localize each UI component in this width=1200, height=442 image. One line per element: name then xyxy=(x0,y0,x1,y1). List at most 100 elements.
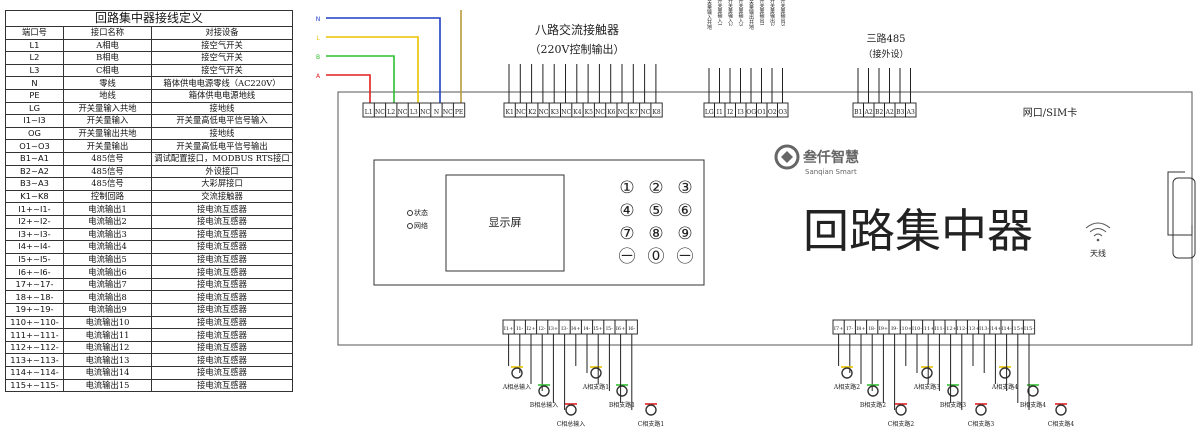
wifi-arc-icon xyxy=(1093,233,1103,237)
ct-left-terminal: I4+ xyxy=(571,326,580,332)
ct-right-terminal: I9+ xyxy=(879,326,888,332)
current-transformer-icon xyxy=(895,404,907,416)
ct-left-terminal: I5+ xyxy=(594,326,603,332)
ct-right-terminal: I12- xyxy=(957,326,967,332)
power-strip xyxy=(362,102,466,118)
power-terminal: N xyxy=(434,109,439,116)
wifi-arc-icon xyxy=(1085,222,1111,229)
brand-logo-icon xyxy=(774,144,800,170)
ct-right-terminal: I13- xyxy=(979,326,989,332)
power-terminal: NC xyxy=(443,109,453,116)
current-transformer-icon xyxy=(841,367,853,379)
rs485-terminal: A2 xyxy=(864,109,873,116)
device-enclosure xyxy=(337,91,1193,346)
wire-label-a: A xyxy=(316,73,321,80)
power-wire-l xyxy=(326,36,419,103)
status-led-icon xyxy=(407,210,413,216)
ct-label: B相支路3 xyxy=(940,401,966,409)
ct-label: B相支路4 xyxy=(1020,401,1046,409)
ct-right-terminal: I7+ xyxy=(834,326,843,332)
rs485-terminal: A2 xyxy=(885,109,894,116)
contactor-terminal: K1 xyxy=(505,109,513,116)
power-terminal: L1 xyxy=(365,109,373,116)
brand-subtitle: Sanqian Smart xyxy=(805,168,857,176)
ct-label: B相支路1 xyxy=(609,401,635,409)
power-terminal: PE xyxy=(455,109,463,116)
keypad-key: ④ xyxy=(619,201,634,221)
table-title: 回路集中器接线定义 xyxy=(5,10,293,26)
switch-label-vertical: 开关量输出2 xyxy=(769,0,775,26)
power-terminal: L2 xyxy=(387,109,395,116)
current-transformer-icon xyxy=(975,404,987,416)
current-transformer-icon xyxy=(565,404,577,416)
network-sim-label: 网口/SIM卡 xyxy=(1023,106,1077,119)
antenna-icon xyxy=(1172,177,1196,259)
keypad-key: ⑨ xyxy=(677,224,692,244)
keypad-key: ① xyxy=(619,178,634,198)
switch-terminal: LG xyxy=(705,109,714,116)
ct-right-terminal: I9- xyxy=(891,326,898,332)
current-transformer-icon xyxy=(947,385,959,397)
rs485-terminal: B3 xyxy=(896,109,904,116)
ct-right-terminal: I8- xyxy=(869,326,876,332)
keypad-key: ⑦ xyxy=(619,224,634,244)
ct-right-terminal: I13+ xyxy=(967,326,980,332)
current-transformer-icon xyxy=(921,367,933,379)
rs485-terminal: B1 xyxy=(854,109,862,116)
ct-right-terminal: I10- xyxy=(912,326,922,332)
status-indicator-label: 状态 xyxy=(414,208,428,217)
ct-left-terminal: I1- xyxy=(516,326,523,332)
contactor-terminal: NC xyxy=(618,109,628,116)
contactor-terminal: K4 xyxy=(573,109,581,116)
ct-label: C相支路4 xyxy=(1048,420,1075,428)
ct-label: A相支路3 xyxy=(913,383,940,391)
current-transformer-icon xyxy=(645,404,657,416)
contactor-terminal: NC xyxy=(561,109,571,116)
ct-left-terminal: I4- xyxy=(584,326,591,332)
ct-label: A相支路2 xyxy=(833,383,860,391)
ct-label: C相总输入 xyxy=(557,420,586,428)
device-title: 回路集中器 xyxy=(803,204,1033,258)
display-screen xyxy=(445,174,565,272)
power-terminal: NC xyxy=(375,109,385,116)
keypad-key: ⑤ xyxy=(648,201,663,221)
switch-label-vertical: 开关量输出共地 xyxy=(748,0,754,30)
ct-left-terminal: I6- xyxy=(628,326,635,332)
contactor-title: 八路交流接触器 xyxy=(535,22,619,37)
power-wire-a xyxy=(326,74,371,103)
keypad-key: ② xyxy=(648,178,663,198)
keypad-key: ③ xyxy=(677,178,692,198)
ct-left-terminal: I3- xyxy=(561,326,568,332)
rs485-title: 三路485 xyxy=(866,32,905,45)
power-terminal: L3 xyxy=(410,109,418,116)
ct-right-terminal: I11- xyxy=(934,326,944,332)
ct-label: A相支路1 xyxy=(582,383,609,391)
switch-terminal: O3 xyxy=(778,109,787,116)
ct-label: B相总输入 xyxy=(530,401,558,409)
contactor-terminal: K6 xyxy=(607,109,615,116)
ct-left-terminal: I3+ xyxy=(549,326,558,332)
switch-label-vertical: 开关量输出3 xyxy=(780,0,786,26)
contactor-terminal: NC xyxy=(595,109,605,116)
switch-terminal: O2 xyxy=(768,109,777,116)
ct-label: B相支路2 xyxy=(860,401,886,409)
wire-label-b: B xyxy=(316,54,320,61)
contactor-terminal: NC xyxy=(640,109,650,116)
keypad-key: ⑥ xyxy=(677,201,692,221)
switch-label-vertical: 开关量输入1 xyxy=(717,0,723,26)
current-transformer-icon xyxy=(1027,385,1039,397)
wifi-dot-icon xyxy=(1096,238,1100,242)
ct-label: C相支路3 xyxy=(968,420,995,428)
keypad-key: ⓪ xyxy=(648,247,665,267)
switch-label-vertical: 开关量输入3 xyxy=(738,0,744,26)
display-screen-label: 显示屏 xyxy=(489,216,522,229)
power-terminal: NC xyxy=(420,109,430,116)
ct-right-terminal: I15- xyxy=(1024,326,1034,332)
contactor-terminal: K7 xyxy=(630,109,638,116)
